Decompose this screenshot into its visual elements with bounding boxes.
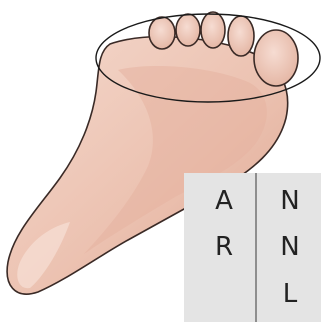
toe-fourth [176, 14, 200, 46]
toe-fifth [149, 17, 175, 49]
grid-letter-left-2: R [215, 232, 233, 262]
grid-letter-right-1: N [280, 186, 299, 216]
toe-big [254, 30, 298, 86]
letter-panel-background [184, 173, 321, 322]
letter-grid: A R N N L [184, 173, 321, 322]
grid-letter-right-2: N [280, 232, 299, 262]
toe-third [201, 12, 225, 48]
toe-second [228, 16, 254, 56]
grid-letter-left-1: A [215, 186, 233, 216]
grid-letter-right-3: L [283, 279, 298, 309]
